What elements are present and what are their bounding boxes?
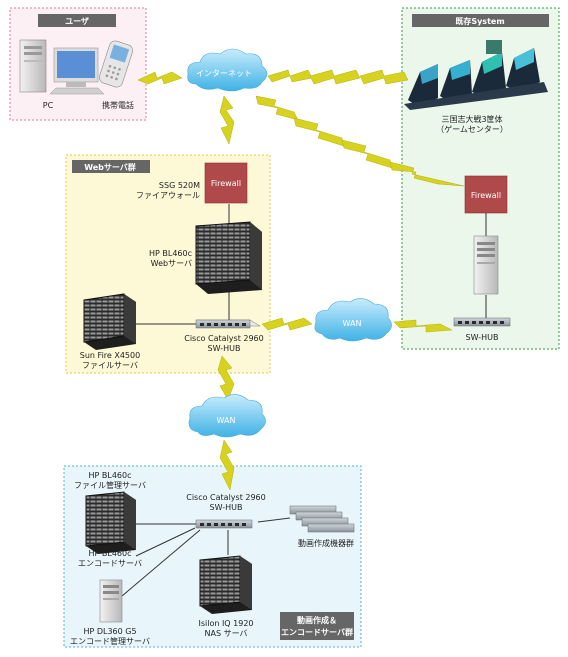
cisco-video-label-1: Cisco Catalyst 2960 xyxy=(186,493,266,502)
web-firewall: Firewall xyxy=(204,162,248,204)
cisco-web-label-1: Cisco Catalyst 2960 xyxy=(184,334,264,343)
existing-firewall: Firewall xyxy=(464,175,508,214)
cisco-web-label-2: SW-HUB xyxy=(208,344,241,353)
user-group-title: ユーザ xyxy=(65,17,89,26)
bolt-wan2-videohub xyxy=(219,439,235,491)
wan2-label: WAN xyxy=(217,416,236,425)
internet-cloud: インターネット xyxy=(187,48,268,92)
file-server-icon xyxy=(85,491,136,554)
video-switch-hub-icon xyxy=(195,519,253,529)
arcade-cabinets-icon xyxy=(404,40,548,110)
isilon-nas-icon xyxy=(199,555,252,614)
pc-tower-icon xyxy=(19,39,47,93)
isilon-label-2: NAS サーバ xyxy=(205,629,248,638)
bolt-hub-wan xyxy=(261,317,313,331)
web-firewall-label: Firewall xyxy=(211,179,241,188)
video-devices-icon xyxy=(289,505,355,533)
ssg-label-1: SSG 520M xyxy=(159,181,200,190)
wan-cloud-1: WAN xyxy=(314,298,392,342)
existing-switch-hub-icon xyxy=(453,317,511,327)
bolt-internet-arcade-3 xyxy=(359,69,409,85)
sunfire-label-1: Sun Fire X4500 xyxy=(80,351,140,360)
bolt-internet-fw-4 xyxy=(389,161,465,187)
existing-group-title: 既存System xyxy=(455,16,504,26)
existing-swhub-label: SW-HUB xyxy=(466,333,499,342)
bolt-wan-existing-hub xyxy=(393,319,453,333)
existing-firewall-label: Firewall xyxy=(471,191,501,200)
sunfire-server-icon xyxy=(83,293,136,350)
bolt-internet-fw-3 xyxy=(341,139,393,169)
mobile-phone-icon xyxy=(99,40,133,88)
video-group-title-2: エンコードサーバ群 xyxy=(281,627,353,637)
ssg-label-2: ファイアウォール xyxy=(136,191,200,200)
bolt-internet-fw-2 xyxy=(293,117,345,147)
hp-file-label-1: HP BL460c xyxy=(89,471,132,480)
hp-web-label-1: HP BL460c xyxy=(149,249,192,258)
wan1-label: WAN xyxy=(343,319,362,328)
web-blade-server-icon xyxy=(195,221,262,294)
web-group-title: Webサーバ群 xyxy=(84,162,136,172)
wan-cloud-2: WAN xyxy=(188,394,266,438)
hp-encode-label-2: エンコードサーバ xyxy=(78,559,142,568)
cisco-video-label-2: SW-HUB xyxy=(210,503,243,512)
wireless-links xyxy=(137,69,465,491)
pc-label: PC xyxy=(43,101,54,110)
bolt-internet-arcade-2 xyxy=(309,69,361,85)
web-switch-hub-icon xyxy=(195,319,261,329)
phone-label: 携帯電話 xyxy=(102,100,134,110)
monitor-icon xyxy=(49,47,105,95)
bolt-internet-fw-1 xyxy=(255,95,299,121)
bolt-internet-web xyxy=(219,95,235,145)
bolt-pc-internet xyxy=(137,71,183,85)
arcade-label-2: （ゲームセンター） xyxy=(436,124,508,134)
bolt-internet-arcade-1 xyxy=(267,69,313,83)
internet-label: インターネット xyxy=(196,69,252,78)
hp-file-label-2: ファイル管理サーバ xyxy=(74,480,146,490)
hp-encode-label-1: HP BL460c xyxy=(89,549,132,558)
dl360-label-1: HP DL360 G5 xyxy=(83,627,136,636)
video-group-title-1: 動画作成＆ xyxy=(297,615,337,625)
dl360-server-icon xyxy=(99,579,123,623)
existing-server-icon xyxy=(473,235,499,295)
arcade-label-1: 三国志大戦3筐体 xyxy=(441,114,502,124)
link-hub-video-devices xyxy=(257,517,291,523)
sunfire-label-2: ファイルサーバ xyxy=(82,361,138,370)
link-hub-encode xyxy=(135,527,196,557)
video-devices-label: 動画作成機器群 xyxy=(298,538,354,548)
link-hub-dl360 xyxy=(121,529,201,597)
hp-web-label-2: Webサーバ xyxy=(151,259,192,268)
dl360-label-2: エンコード管理サーバ xyxy=(70,636,150,646)
isilon-label-1: Isilon IQ 1920 xyxy=(198,619,253,628)
